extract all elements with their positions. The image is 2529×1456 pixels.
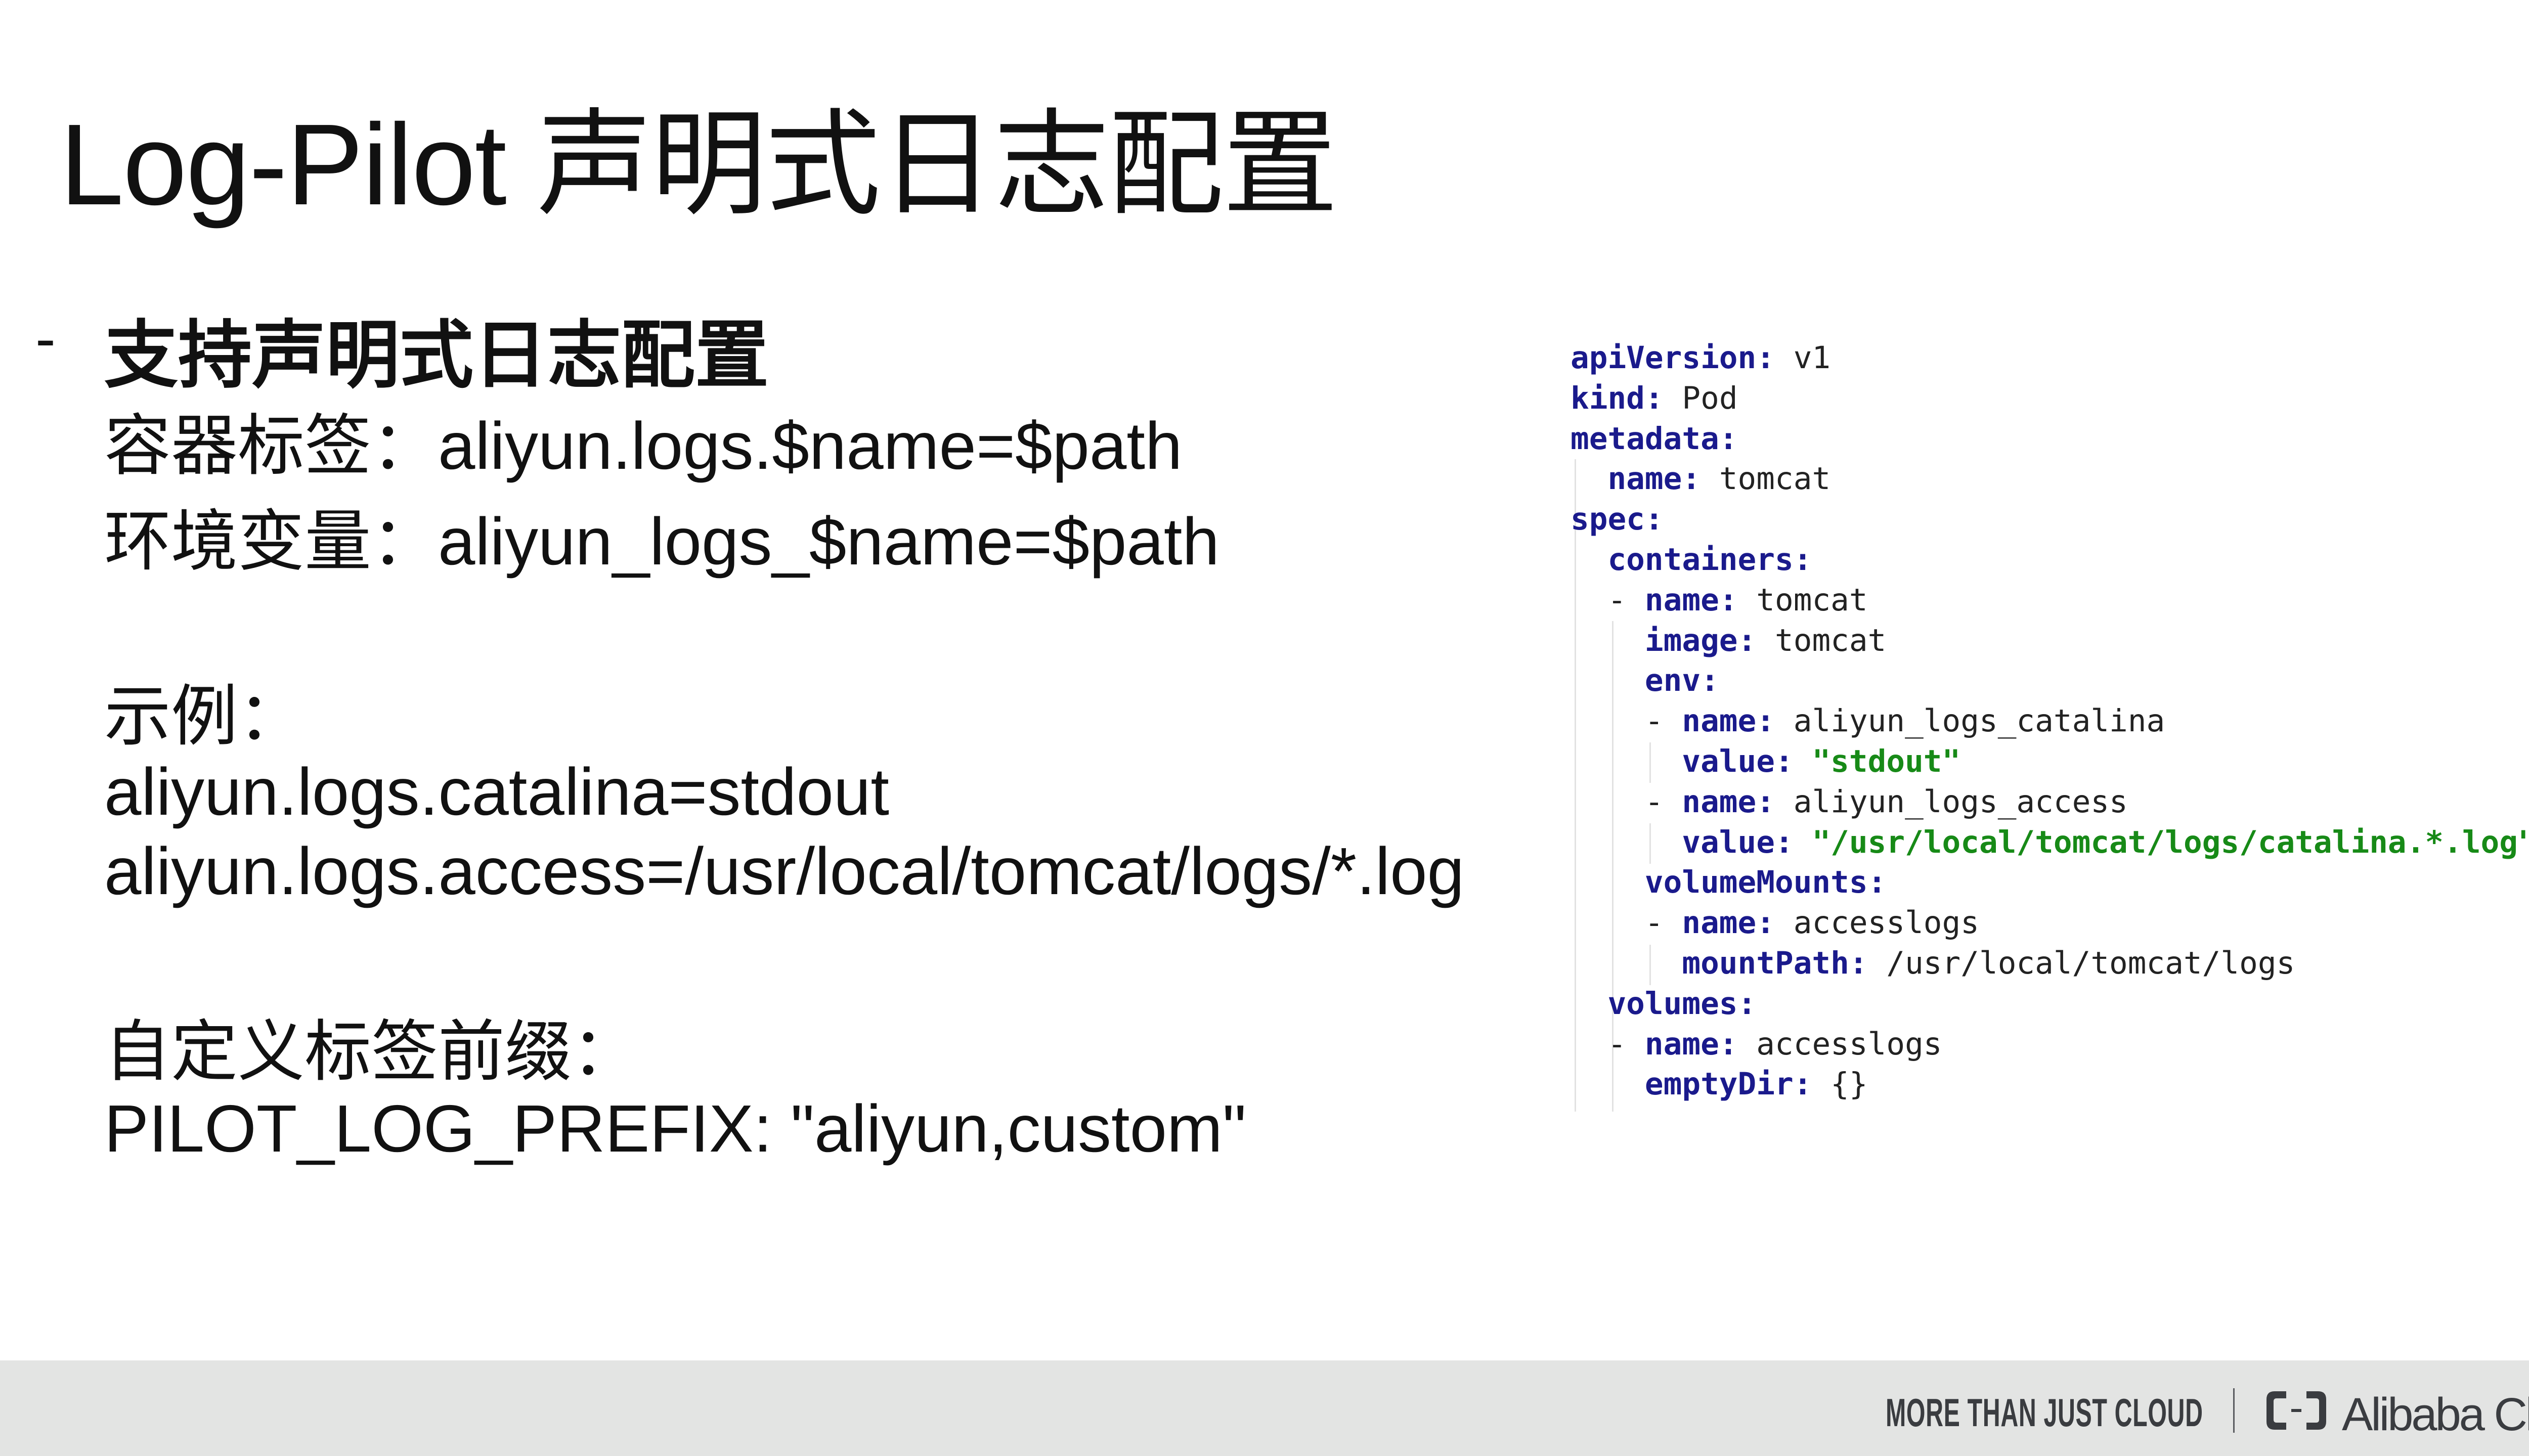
bullet-marker: - xyxy=(35,304,56,372)
indent-guide xyxy=(1649,945,1651,985)
example-access-line: aliyun.logs.access=/usr/local/tomcat/log… xyxy=(104,834,1464,908)
code-indent xyxy=(1571,461,1607,497)
code-line: containers: xyxy=(1571,540,2529,580)
bullet-heading: 支持声明式日志配置 xyxy=(104,314,769,396)
code-indent xyxy=(1571,1066,1645,1102)
footer-brand: Alibaba Cloud xyxy=(2342,1389,2529,1440)
code-line: - name: aliyun_logs_catalina xyxy=(1571,701,2529,741)
code-indent: - xyxy=(1571,905,1682,941)
yaml-value: accesslogs xyxy=(1737,1026,1942,1062)
footer-slogan: MORE THAN JUST CLOUD xyxy=(1886,1390,2203,1435)
code-line: - name: accesslogs xyxy=(1571,903,2529,943)
code-indent xyxy=(1571,824,1682,860)
yaml-key: containers: xyxy=(1607,541,1812,578)
code-line: kind: Pod xyxy=(1571,378,2529,419)
yaml-value xyxy=(1794,743,1812,779)
yaml-value: accesslogs xyxy=(1775,905,1979,941)
code-line: - name: tomcat xyxy=(1571,580,2529,621)
env-var-line: 环境变量：aliyun_logs_$name=$path xyxy=(104,504,1219,579)
slide-title: Log-Pilot 声明式日志配置 xyxy=(60,101,1338,229)
yaml-key: volumes: xyxy=(1607,985,1757,1022)
code-line: metadata: xyxy=(1571,419,2529,459)
code-line: spec: xyxy=(1571,499,2529,540)
code-indent xyxy=(1571,986,1607,1022)
yaml-value: aliyun_logs_catalina xyxy=(1775,703,2165,739)
yaml-value: v1 xyxy=(1774,340,1831,376)
custom-prefix-label: 自定义标签前缀： xyxy=(104,1014,638,1089)
code-line: mountPath: /usr/local/tomcat/logs xyxy=(1571,943,2529,984)
yaml-value: tomcat xyxy=(1756,622,1887,658)
yaml-key: value: xyxy=(1682,743,1794,779)
code-indent: - xyxy=(1571,582,1645,618)
code-indent xyxy=(1571,663,1645,698)
pilot-log-prefix-line: PILOT_LOG_PREFIX: "aliyun,custom" xyxy=(104,1091,1246,1166)
indent-guide xyxy=(1649,823,1651,864)
yaml-value xyxy=(1794,824,1812,860)
yaml-key: name: xyxy=(1682,783,1775,820)
code-indent xyxy=(1571,542,1607,578)
yaml-key: name: xyxy=(1644,1026,1738,1062)
yaml-value: Pod xyxy=(1663,380,1738,416)
code-line: - name: accesslogs xyxy=(1571,1024,2529,1065)
yaml-key: spec: xyxy=(1571,501,1664,538)
yaml-key: volumeMounts: xyxy=(1644,864,1887,901)
code-indent xyxy=(1571,743,1682,779)
code-line: value: "/usr/local/tomcat/logs/catalina.… xyxy=(1571,822,2529,863)
yaml-key: name: xyxy=(1682,905,1775,941)
yaml-value: tomcat xyxy=(1700,461,1831,497)
yaml-key: name: xyxy=(1607,461,1701,497)
code-line: apiVersion: v1 xyxy=(1571,338,2529,378)
code-indent xyxy=(1571,864,1645,900)
container-label-line: 容器标签：aliyun.logs.$name=$path xyxy=(104,409,1183,483)
alibaba-cloud-logo-icon xyxy=(2266,1391,2326,1430)
code-line: emptyDir: {} xyxy=(1571,1064,2529,1105)
indent-guide xyxy=(1649,742,1651,783)
example-catalina-line: aliyun.logs.catalina=stdout xyxy=(104,755,890,829)
code-indent xyxy=(1571,945,1682,981)
yaml-key: mountPath: xyxy=(1682,945,1868,981)
yaml-key: image: xyxy=(1644,622,1757,658)
yaml-value: tomcat xyxy=(1737,582,1868,618)
indent-guide xyxy=(1612,1071,1614,1112)
indent-guide xyxy=(1575,459,1576,1112)
code-indent: - xyxy=(1571,703,1682,739)
footer-divider xyxy=(2233,1388,2235,1433)
code-line: env: xyxy=(1571,660,2529,701)
yaml-value: {} xyxy=(1812,1066,1868,1102)
code-line: value: "stdout" xyxy=(1571,741,2529,782)
yaml-key: emptyDir: xyxy=(1644,1066,1812,1102)
yaml-string-value: "stdout" xyxy=(1812,743,1961,779)
yaml-key: apiVersion: xyxy=(1571,340,1775,376)
code-line: volumes: xyxy=(1571,984,2529,1024)
yaml-string-value: "/usr/local/tomcat/logs/catalina.*.log" xyxy=(1812,824,2529,860)
yaml-key: name: xyxy=(1682,703,1775,739)
yaml-value: aliyun_logs_access xyxy=(1775,783,2128,820)
yaml-value: /usr/local/tomcat/logs xyxy=(1867,945,2295,981)
yaml-key: metadata: xyxy=(1571,420,1738,457)
code-line: volumeMounts: xyxy=(1571,862,2529,903)
indent-guide xyxy=(1612,621,1614,1071)
yaml-key: value: xyxy=(1682,824,1794,860)
yaml-key: name: xyxy=(1644,582,1738,618)
code-line: - name: aliyun_logs_access xyxy=(1571,782,2529,822)
code-indent: - xyxy=(1571,1026,1645,1062)
code-line: name: tomcat xyxy=(1571,459,2529,499)
code-indent xyxy=(1571,623,1645,658)
code-line: image: tomcat xyxy=(1571,621,2529,661)
code-indent: - xyxy=(1571,783,1682,820)
example-label: 示例： xyxy=(104,679,304,754)
yaml-key: kind: xyxy=(1571,380,1664,416)
yaml-key: env: xyxy=(1644,663,1719,699)
footer-bar xyxy=(0,1360,2529,1456)
